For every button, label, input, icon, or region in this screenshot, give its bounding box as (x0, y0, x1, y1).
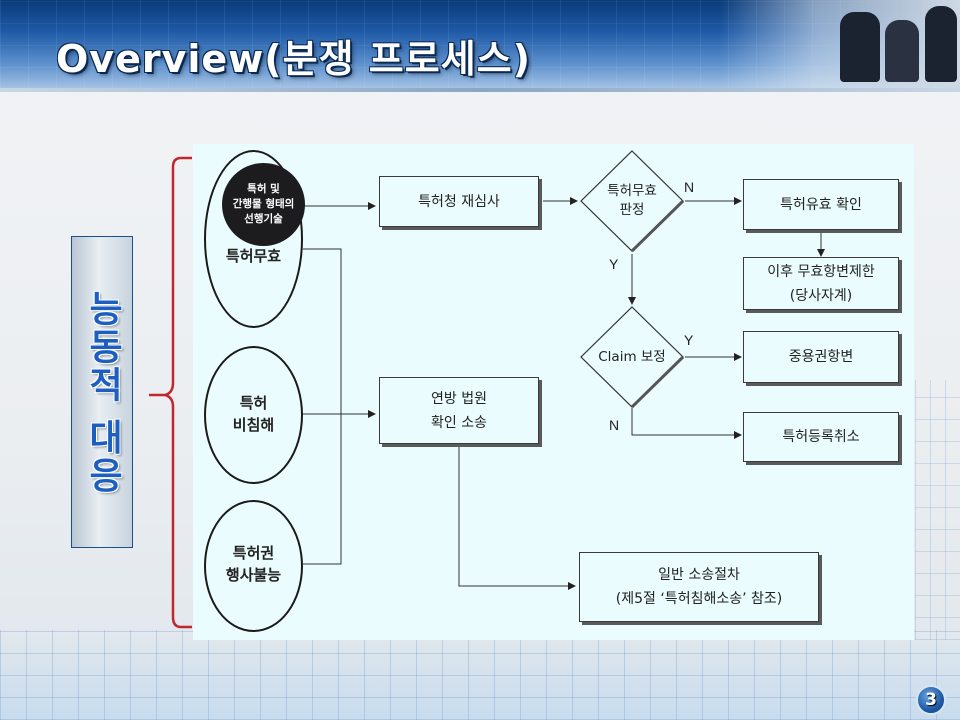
page-number-badge: 3 (916, 685, 946, 715)
restriction-line-2: (당사자계) (789, 287, 853, 304)
bottom-grid-decoration (0, 630, 960, 720)
decision-line-1: 특허무효 (607, 183, 657, 199)
red-brace (149, 156, 192, 629)
label-decision-y: Y (609, 256, 619, 272)
prior-art-line-1: 특허 및 (247, 183, 280, 195)
diamond-claim-amendment: Claim 보정 (579, 305, 685, 409)
box-general-litigation: 일반 소송절차 (제5절 ‘특허침해소송’ 참조) (579, 552, 819, 622)
bracket-ellipses (303, 248, 342, 565)
ellipse-invalidity: 특허 및 간행물 형태의 선행기술 특허무효 (204, 150, 305, 328)
reexamination-label: 특허청 재심사 (418, 193, 500, 210)
box-cancellation: 특허등록취소 (743, 412, 899, 462)
label-claim-y: Y (684, 332, 694, 348)
diamond-invalidity-decision: 특허무효 판정 (579, 149, 685, 253)
valid-confirm-label: 특허유효 확인 (780, 196, 862, 213)
cancellation-label: 특허등록취소 (782, 429, 860, 445)
ellipse-unenforceability: 특허권 행사불능 (204, 500, 303, 632)
label-decision-n: N (684, 179, 695, 195)
claim-label: Claim 보정 (598, 348, 666, 365)
box-restriction: 이후 무효항변제한 (당사자계) (743, 257, 899, 310)
process-diagram: 특허 및 간행물 형태의 선행기술 특허무효 특허 비침해 특허권 행사불능 특… (193, 144, 914, 640)
restriction-line-1: 이후 무효항변제한 (767, 263, 875, 280)
arrow-claim-to-cancel (631, 408, 742, 439)
side-label: 능동적 대응 (82, 289, 123, 495)
prior-art-line-3: 선행기술 (244, 213, 283, 225)
right-grid-decoration (915, 380, 960, 640)
federal-court-line-2: 확인 소송 (431, 414, 487, 431)
non-infringement-line-1: 특허 (239, 394, 268, 412)
box-federal-court: 연방 법원 확인 소송 (379, 377, 539, 444)
unenforceability-line-2: 행사불능 (225, 566, 282, 584)
general-litigation-line-1: 일반 소송절차 (658, 567, 740, 583)
slide-title: Overview(분쟁 프로세스) (56, 37, 531, 81)
box-valid-confirm: 특허유효 확인 (743, 179, 899, 230)
header-banner (0, 0, 960, 90)
general-litigation-line-2: (제5절 ‘특허침해소송’ 참조) (615, 591, 783, 607)
header-photo (720, 0, 960, 90)
box-intervening-rights: 중용권항변 (743, 331, 899, 383)
side-label-box: 능동적 대응 (71, 236, 133, 548)
arrow-federal-to-general (458, 446, 576, 590)
header-divider (0, 88, 960, 92)
non-infringement-line-2: 비침해 (232, 416, 275, 434)
unenforceability-line-1: 특허권 (232, 544, 275, 562)
prior-art-line-2: 간행물 형태의 (232, 198, 295, 210)
label-claim-n: N (609, 417, 620, 433)
box-reexamination: 특허청 재심사 (379, 176, 539, 227)
ellipse-non-infringement: 특허 비침해 (204, 346, 303, 484)
diagram-connectors (303, 197, 825, 590)
page-number: 3 (925, 690, 937, 710)
federal-court-line-1: 연방 법원 (431, 390, 487, 407)
decision-line-2: 판정 (619, 202, 645, 218)
prior-art-circle: 특허 및 간행물 형태의 선행기술 (222, 163, 305, 246)
invalidity-label: 특허무효 (225, 247, 282, 265)
intervening-rights-label: 중용권항변 (788, 349, 854, 365)
